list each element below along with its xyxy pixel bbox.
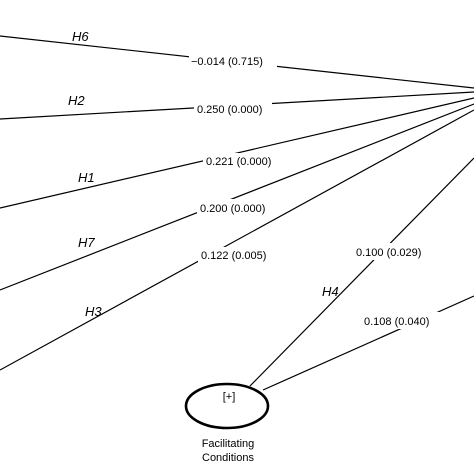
path-h3: H3 0.122 (0.005) xyxy=(0,109,474,371)
path-line-fc-second xyxy=(262,295,474,391)
coefficient-label-fc-second: 0.108 (0.040) xyxy=(364,316,429,328)
path-line-h4 xyxy=(249,157,474,387)
coefficient-label-h7: 0.200 (0.000) xyxy=(200,203,265,215)
path-h1: H1 0.221 (0.000) xyxy=(0,97,474,209)
path-h7: H7 0.200 (0.000) xyxy=(0,103,474,291)
coefficient-label-h4: 0.100 (0.029) xyxy=(356,247,421,259)
construct-ellipse xyxy=(184,382,270,430)
hypothesis-label-h4: H4 xyxy=(322,284,339,299)
coefficient-label-h1: 0.221 (0.000) xyxy=(206,156,271,168)
coefficient-label-h2: 0.250 (0.000) xyxy=(197,104,262,116)
hypothesis-label-h7: H7 xyxy=(78,235,95,250)
construct-label-line2: Conditions xyxy=(202,452,254,464)
path-h4: H4 0.100 (0.029) xyxy=(249,157,474,387)
construct-sign: [+] xyxy=(223,391,236,403)
path-h6: H6 −0.014 (0.715) xyxy=(0,29,474,89)
coefficient-label-h6: −0.014 (0.715) xyxy=(191,56,263,68)
path-line-h7 xyxy=(0,103,474,291)
path-fc-second: 0.108 (0.040) xyxy=(262,295,474,391)
hypothesis-label-h6: H6 xyxy=(72,29,89,44)
hypothesis-label-h3: H3 xyxy=(85,304,102,319)
construct-label-line1: Facilitating xyxy=(202,438,255,450)
construct-facilitating-conditions: [+] Facilitating Conditions xyxy=(184,382,270,464)
hypothesis-label-h1: H1 xyxy=(78,170,95,185)
coefficient-label-h3: 0.122 (0.005) xyxy=(201,250,266,262)
path-h2: H2 0.250 (0.000) xyxy=(0,91,474,120)
hypothesis-label-h2: H2 xyxy=(68,93,85,108)
path-line-h3 xyxy=(0,109,474,371)
